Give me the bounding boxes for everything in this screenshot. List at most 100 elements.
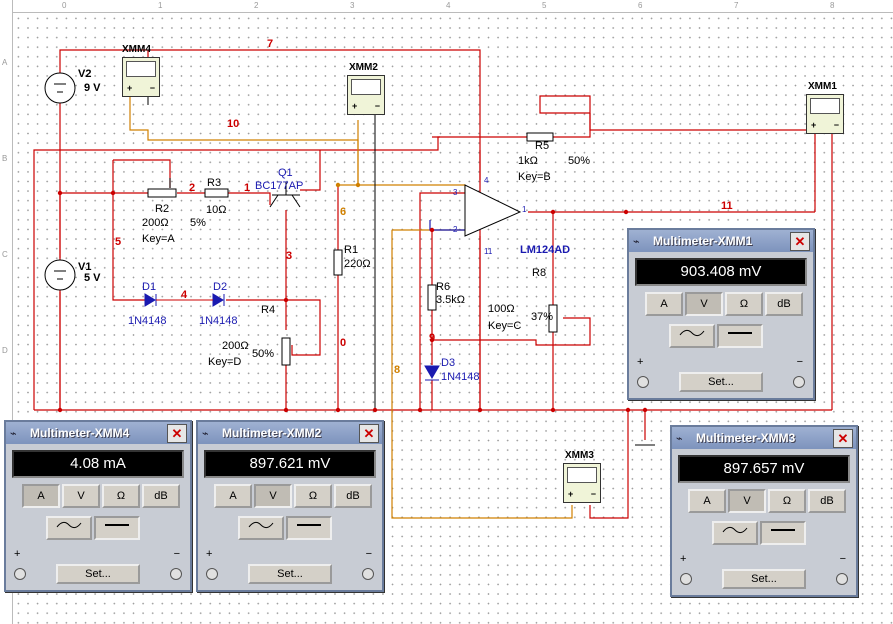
wire (226, 299, 321, 356)
ac-mode-button[interactable] (712, 521, 758, 545)
multimeter-panel-xmm3[interactable]: ⌁ Multimeter-XMM3 ✕ 897.657 mV A V Ω dB … (670, 425, 858, 597)
multimeter-panel-xmm2[interactable]: ⌁ Multimeter-XMM2 ✕ 897.621 mV A V Ω dB … (196, 420, 384, 592)
settings-button[interactable]: Set... (248, 564, 332, 584)
minus-terminal-icon[interactable] (793, 376, 805, 388)
db-mode-button[interactable]: dB (808, 489, 846, 513)
ruler-tick: 5 (542, 1, 547, 10)
ac-mode-button[interactable] (669, 324, 715, 348)
reading-display: 903.408 mV (635, 258, 807, 286)
plus-terminal: + (127, 83, 133, 93)
minus-terminal-icon[interactable] (362, 568, 374, 580)
r8-name: R8 (532, 267, 547, 279)
minus-terminal-label: − (365, 548, 372, 560)
r2-percent: 5% (190, 217, 206, 229)
ruler-tick: 6 (638, 1, 643, 10)
minus-terminal-label: − (839, 553, 846, 565)
db-mode-button[interactable]: dB (765, 292, 803, 316)
voltmeter-mode-button[interactable]: V (728, 489, 766, 513)
ruler-tick: A (2, 58, 8, 67)
minus-terminal: − (149, 83, 155, 93)
dc-mode-button[interactable] (760, 521, 806, 545)
transistor-q1 (269, 182, 301, 208)
potentiometer-r8 (548, 304, 558, 333)
net-label-7: 7 (267, 38, 274, 50)
multimeter-xmm4-icon[interactable]: +− (122, 57, 160, 97)
settings-button[interactable]: Set... (56, 564, 140, 584)
plus-terminal-icon[interactable] (637, 376, 649, 388)
minus-terminal-label: − (796, 356, 803, 368)
close-button[interactable]: ✕ (790, 232, 810, 251)
ohmmeter-mode-button[interactable]: Ω (294, 484, 332, 508)
ruler-tick: 0 (62, 1, 67, 10)
db-mode-button[interactable]: dB (334, 484, 372, 508)
multimeter-xmm2-icon[interactable]: +− (347, 75, 385, 115)
close-button[interactable]: ✕ (833, 429, 853, 448)
d1-part: 1N4148 (128, 315, 167, 327)
voltmeter-mode-button[interactable]: V (254, 484, 292, 508)
ac-mode-button[interactable] (238, 516, 284, 540)
close-button[interactable]: ✕ (167, 424, 187, 443)
close-button[interactable]: ✕ (359, 424, 379, 443)
opamp-pin3: 3 (453, 188, 458, 197)
ohmmeter-mode-button[interactable]: Ω (102, 484, 140, 508)
dc-mode-button[interactable] (717, 324, 763, 348)
xmm4-tag: XMM4 (122, 44, 151, 55)
ruler-tick: 4 (446, 1, 451, 10)
ammeter-mode-button[interactable]: A (645, 292, 683, 316)
ammeter-mode-button[interactable]: A (22, 484, 60, 508)
opamp-pin4: 4 (484, 176, 489, 185)
minus-terminal: − (374, 101, 380, 111)
plus-terminal-icon[interactable] (14, 568, 26, 580)
r5-key: Key=B (518, 171, 551, 183)
voltmeter-mode-button[interactable]: V (62, 484, 100, 508)
resistor-r3 (204, 188, 229, 198)
net-label-0: 0 (340, 337, 347, 349)
r8-percent: 37% (531, 311, 554, 323)
ruler-tick: 8 (830, 1, 835, 10)
diode-d3 (424, 365, 440, 381)
ac-mode-button[interactable] (46, 516, 92, 540)
ruler-tick: C (2, 250, 8, 259)
panel-titlebar[interactable]: ⌁ Multimeter-XMM1 ✕ (629, 230, 813, 252)
d1-name: D1 (142, 281, 157, 293)
plus-terminal-icon[interactable] (206, 568, 218, 580)
reading-display: 4.08 mA (12, 450, 184, 478)
minus-terminal-icon[interactable] (836, 573, 848, 585)
ohmmeter-mode-button[interactable]: Ω (725, 292, 763, 316)
dc-source-v1 (44, 259, 76, 291)
multimeter-panel-xmm4[interactable]: ⌁ Multimeter-XMM4 ✕ 4.08 mA A V Ω dB + −… (4, 420, 192, 592)
dc-mode-button[interactable] (94, 516, 140, 540)
minus-terminal-icon[interactable] (170, 568, 182, 580)
db-mode-button[interactable]: dB (142, 484, 180, 508)
wire (113, 159, 171, 188)
r4-name: R4 (261, 304, 276, 316)
xmm2-tag: XMM2 (349, 62, 378, 73)
q1-part: BC177AP (255, 180, 304, 192)
d3-name: D3 (441, 357, 456, 369)
dc-mode-button[interactable] (286, 516, 332, 540)
resistor-r2 (147, 178, 177, 198)
sine-wave-icon (56, 521, 82, 529)
settings-button[interactable]: Set... (679, 372, 763, 392)
ammeter-mode-button[interactable]: A (214, 484, 252, 508)
sine-wave-icon (722, 526, 748, 534)
panel-titlebar[interactable]: ⌁ Multimeter-XMM2 ✕ (198, 422, 382, 444)
v2-name: V2 (78, 68, 92, 80)
reading-display: 897.657 mV (678, 455, 850, 483)
ammeter-mode-button[interactable]: A (688, 489, 726, 513)
r3-name: R3 (207, 177, 222, 189)
panel-titlebar[interactable]: ⌁ Multimeter-XMM3 ✕ (672, 427, 856, 449)
voltmeter-mode-button[interactable]: V (685, 292, 723, 316)
top-ruler: 0 1 2 3 4 5 6 7 8 (0, 0, 893, 13)
ohmmeter-mode-button[interactable]: Ω (768, 489, 806, 513)
r2-key: Key=A (142, 233, 175, 245)
settings-button[interactable]: Set... (722, 569, 806, 589)
multimeter-panel-xmm1[interactable]: ⌁ Multimeter-XMM1 ✕ 903.408 mV A V Ω dB … (627, 228, 815, 400)
multimeter-xmm3-icon[interactable]: +− (563, 463, 601, 503)
multimeter-xmm1-icon[interactable]: +− (806, 94, 844, 134)
panel-titlebar[interactable]: ⌁ Multimeter-XMM4 ✕ (6, 422, 190, 444)
plus-terminal-icon[interactable] (680, 573, 692, 585)
minus-terminal: − (590, 489, 596, 499)
xmm1-tag: XMM1 (808, 81, 837, 92)
